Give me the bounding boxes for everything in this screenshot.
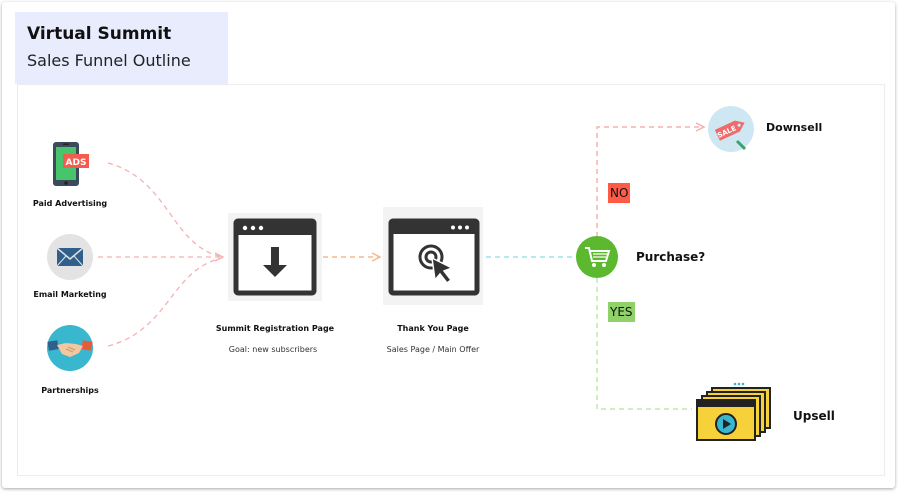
source-label-paid-advertising: Paid Advertising <box>32 199 108 208</box>
connector-partners-to-registration <box>107 257 223 347</box>
source-label-email-marketing: Email Marketing <box>33 290 107 299</box>
step-title-registration: Summit Registration Page <box>215 324 335 333</box>
video-windows-icon <box>696 382 771 441</box>
source-label-partnerships: Partnerships <box>41 386 99 395</box>
title-box: Virtual Summit Sales Funnel Outline <box>15 12 228 84</box>
envelope-icon <box>47 234 93 280</box>
handshake-icon <box>47 325 93 371</box>
step-subtitle-registration: Goal: new subscribers <box>228 345 318 354</box>
decision-yes-badge: YES <box>608 302 635 322</box>
page-subtitle: Sales Funnel Outline <box>27 51 191 70</box>
download-window-icon <box>228 213 322 301</box>
ads-phone-icon: ADS <box>53 142 89 186</box>
sale-tag-icon: SALE <box>708 106 754 152</box>
connector-purchase-to-upsell <box>596 278 692 410</box>
click-window-icon <box>383 207 483 305</box>
decision-no-badge: NO <box>608 183 631 203</box>
arrowhead-thankyou <box>371 252 382 262</box>
step-subtitle-thankyou: Sales Page / Main Offer <box>386 345 480 354</box>
arrowhead-downsell <box>695 122 706 132</box>
shopping-cart-icon <box>576 236 618 278</box>
arrowhead-registration <box>214 252 225 262</box>
step-title-thankyou: Thank You Page <box>397 324 469 333</box>
upsell-label: Upsell <box>793 409 835 423</box>
page-title: Virtual Summit <box>27 24 172 44</box>
connector-purchase-to-downsell <box>596 126 702 237</box>
connector-ads-to-registration <box>107 162 223 258</box>
downsell-label: Downsell <box>766 121 823 134</box>
decision-label: Purchase? <box>636 250 706 264</box>
ads-text: ADS <box>66 158 87 168</box>
